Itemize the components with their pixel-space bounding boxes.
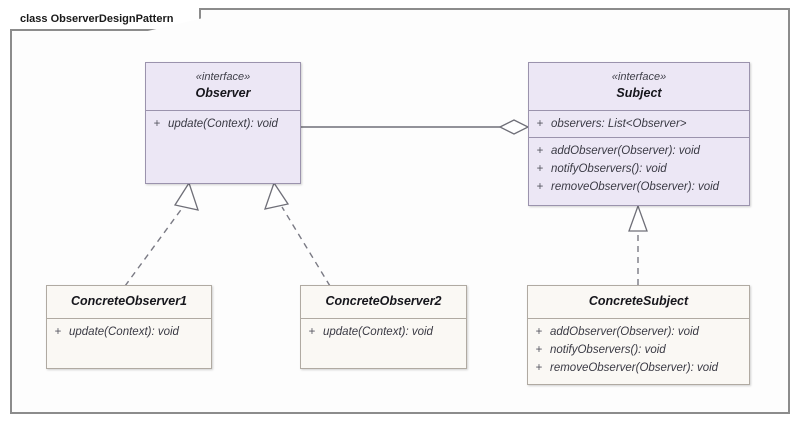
observer-header: «interface» Observer	[146, 63, 300, 110]
concrete-subject-header: ConcreteSubject	[528, 286, 749, 318]
class-box-observer[interactable]: «interface» Observer + update(Context): …	[145, 62, 301, 184]
concrete-observer-2-operations: + update(Context): void	[301, 318, 466, 345]
concrete-observer-2-header: ConcreteObserver2	[301, 286, 466, 318]
concrete-observer-1-header: ConcreteObserver1	[47, 286, 211, 318]
concrete-subject-operations: + addObserver(Observer): void + notifyOb…	[528, 318, 749, 381]
operation-row: + addObserver(Observer): void	[528, 323, 749, 341]
operation-label: addObserver(Observer): void	[551, 145, 700, 157]
operation-label: update(Context): void	[168, 118, 278, 130]
visibility-marker: +	[535, 362, 543, 374]
operation-label: notifyObservers(): void	[551, 163, 667, 175]
class-box-concrete-observer-2[interactable]: ConcreteObserver2 + update(Context): voi…	[300, 285, 467, 369]
operation-label: update(Context): void	[323, 326, 433, 338]
operation-row: + update(Context): void	[146, 115, 300, 133]
subject-operations: + addObserver(Observer): void + notifyOb…	[529, 137, 749, 200]
concrete-subject-class-name: ConcreteSubject	[588, 294, 689, 308]
operation-row: + notifyObservers(): void	[528, 341, 749, 359]
visibility-marker: +	[535, 344, 543, 356]
operation-label: update(Context): void	[69, 326, 179, 338]
subject-attributes: + observers: List<Observer>	[529, 110, 749, 137]
visibility-marker: +	[536, 145, 544, 157]
attribute-row: + observers: List<Observer>	[529, 115, 749, 133]
concrete-observer-1-class-name: ConcreteObserver1	[70, 294, 188, 308]
operation-label: notifyObservers(): void	[550, 344, 666, 356]
diagram-frame-label: class ObserverDesignPattern	[10, 8, 202, 31]
operation-label: removeObserver(Observer): void	[551, 181, 720, 193]
attribute-label: observers: List<Observer>	[551, 118, 687, 130]
visibility-marker: +	[536, 118, 544, 130]
observer-stereotype: «interface»	[195, 71, 251, 83]
class-box-subject[interactable]: «interface» Subject + observers: List<Ob…	[528, 62, 750, 206]
class-box-concrete-subject[interactable]: ConcreteSubject + addObserver(Observer):…	[527, 285, 750, 385]
operation-row: + removeObserver(Observer): void	[529, 178, 749, 196]
concrete-observer-1-operations: + update(Context): void	[47, 318, 211, 345]
visibility-marker: +	[536, 163, 544, 175]
subject-class-name: Subject	[616, 86, 662, 100]
visibility-marker: +	[536, 181, 544, 193]
subject-header: «interface» Subject	[529, 63, 749, 110]
class-box-concrete-observer-1[interactable]: ConcreteObserver1 + update(Context): voi…	[46, 285, 212, 369]
concrete-observer-2-class-name: ConcreteObserver2	[325, 294, 442, 308]
operation-row: + notifyObservers(): void	[529, 160, 749, 178]
visibility-marker: +	[308, 326, 316, 338]
operation-label: removeObserver(Observer): void	[550, 362, 719, 374]
operation-row: + update(Context): void	[47, 323, 211, 341]
operation-row: + removeObserver(Observer): void	[528, 359, 749, 377]
subject-stereotype: «interface»	[611, 71, 667, 83]
operation-row: + update(Context): void	[301, 323, 466, 341]
operation-row: + addObserver(Observer): void	[529, 142, 749, 160]
visibility-marker: +	[54, 326, 62, 338]
observer-operations: + update(Context): void	[146, 110, 300, 137]
observer-class-name: Observer	[195, 86, 251, 100]
visibility-marker: +	[535, 326, 543, 338]
operation-label: addObserver(Observer): void	[550, 326, 699, 338]
visibility-marker: +	[153, 118, 161, 130]
